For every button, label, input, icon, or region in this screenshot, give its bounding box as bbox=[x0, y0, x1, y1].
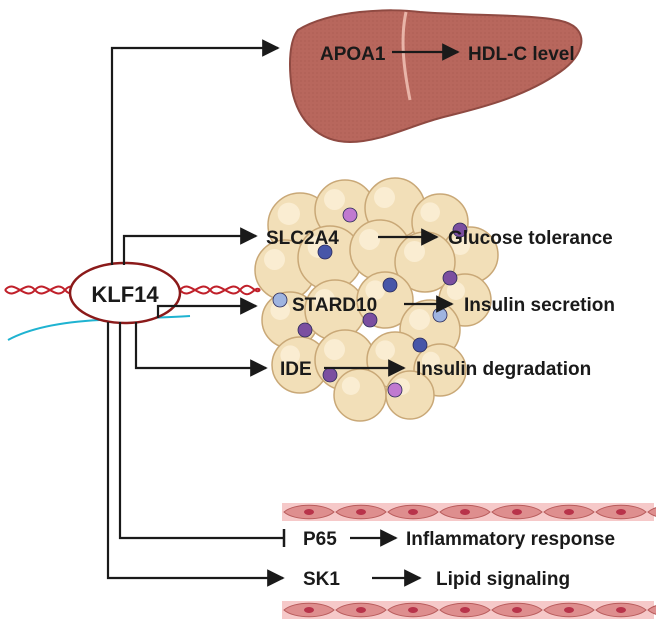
immune-cell bbox=[432, 307, 448, 323]
endothelial-nucleus bbox=[460, 509, 470, 515]
adipocyte-highlight bbox=[277, 202, 300, 225]
connector-sk1 bbox=[106, 322, 285, 587]
gene-sk1: SK1 bbox=[303, 569, 340, 590]
adipocyte bbox=[333, 368, 387, 422]
adipocyte-highlight bbox=[450, 235, 471, 255]
adipocyte-highlight bbox=[375, 340, 396, 361]
adipocyte-highlight bbox=[421, 351, 440, 370]
adipocyte-highlight bbox=[264, 249, 285, 270]
adipocyte-highlight bbox=[404, 241, 425, 262]
adipose-tissue bbox=[254, 177, 499, 422]
immune-cell bbox=[272, 292, 288, 308]
endothelial-cell bbox=[647, 605, 656, 615]
effect-arrows bbox=[324, 43, 460, 587]
endothelial-nucleus bbox=[408, 509, 418, 515]
connector-stard10 bbox=[156, 297, 258, 318]
connector-liver bbox=[110, 39, 280, 265]
endothelial-nucleus bbox=[356, 509, 366, 515]
endothelial-nucleus bbox=[460, 607, 470, 613]
endothelial-layer-top bbox=[282, 503, 656, 521]
gene-ide: IDE bbox=[280, 359, 312, 380]
effect-insulin-secretion: Insulin secretion bbox=[464, 295, 615, 316]
immune-cell bbox=[342, 207, 358, 223]
endothelial-layer-bottom bbox=[282, 601, 656, 619]
adipocyte-highlight bbox=[420, 202, 441, 222]
immune-cell bbox=[362, 312, 378, 328]
adipocyte-highlight bbox=[359, 229, 380, 250]
immune-cell bbox=[317, 244, 333, 260]
effect-insulin-degradation: Insulin degradation bbox=[416, 359, 591, 380]
endothelial-nucleus bbox=[304, 509, 314, 515]
endothelial-nucleus bbox=[408, 607, 418, 613]
effect-glucose-tolerance: Glucose tolerance bbox=[448, 228, 613, 249]
endothelial-nucleus bbox=[512, 607, 522, 613]
klf14-label: KLF14 bbox=[91, 282, 159, 307]
endothelial-nucleus bbox=[564, 509, 574, 515]
adipocyte-highlight bbox=[314, 289, 335, 310]
endothelial-nucleus bbox=[512, 509, 522, 515]
immune-cell bbox=[442, 270, 458, 286]
adipocyte-highlight bbox=[280, 345, 301, 366]
adipocyte-highlight bbox=[374, 187, 395, 208]
immune-cell bbox=[322, 367, 338, 383]
gene-apoa1: APOA1 bbox=[320, 44, 386, 65]
adipocyte-highlight bbox=[341, 376, 360, 395]
immune-cell bbox=[382, 277, 398, 293]
endothelial-nucleus bbox=[564, 607, 574, 613]
gene-slc2a4: SLC2A4 bbox=[266, 228, 339, 249]
endothelial-nucleus bbox=[616, 509, 626, 515]
endothelial-cell bbox=[647, 507, 656, 517]
connector-slc2a4 bbox=[122, 227, 258, 265]
gene-stard10: STARD10 bbox=[292, 295, 377, 316]
effect-lipid-signaling: Lipid signaling bbox=[436, 569, 570, 590]
liver-organ bbox=[289, 9, 583, 144]
adipocyte-highlight bbox=[324, 339, 345, 360]
immune-cell bbox=[452, 222, 468, 238]
connectors bbox=[106, 39, 285, 587]
adipocyte-highlight bbox=[409, 309, 430, 330]
immune-cell bbox=[412, 337, 428, 353]
endothelial-nucleus bbox=[356, 607, 366, 613]
gene-p65: P65 bbox=[303, 529, 337, 550]
connector-ide bbox=[134, 322, 268, 377]
adipocyte-highlight bbox=[365, 280, 386, 301]
connector-p65 bbox=[118, 322, 283, 540]
immune-cell bbox=[387, 382, 403, 398]
adipocyte-highlight bbox=[324, 189, 345, 210]
effect-inflammatory-response: Inflammatory response bbox=[406, 529, 615, 550]
effect-hdl-c: HDL-C level bbox=[468, 44, 575, 65]
immune-cell bbox=[297, 322, 313, 338]
endothelial-nucleus bbox=[304, 607, 314, 613]
endothelial-nucleus bbox=[616, 607, 626, 613]
